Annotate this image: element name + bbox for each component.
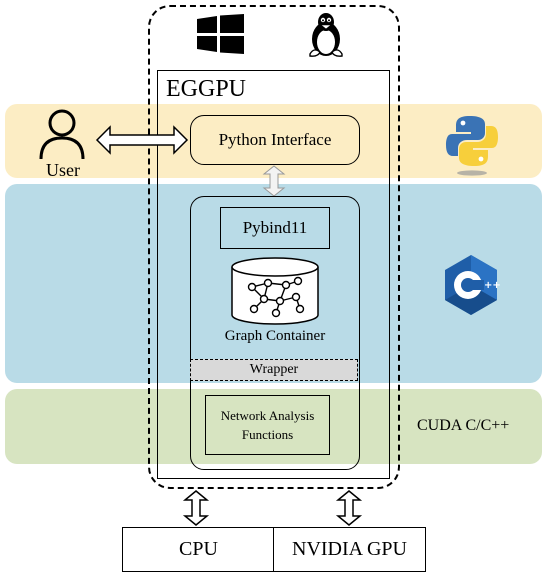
cpp-logo-icon: ++ [445,255,501,315]
cuda-language-label: CUDA C/C++ [417,417,510,434]
pybind11-label: Pybind11 [242,218,308,237]
cuda-layer-band [5,389,542,464]
network-analysis-functions-box: Network Analysis Functions [205,395,330,455]
gpu-double-arrow [335,490,363,526]
functions-line-1: Network Analysis [220,408,315,423]
pybind11-box: Pybind11 [220,207,330,249]
wrapper-box: Wrapper [190,359,358,381]
os-boundary [148,5,400,489]
wrapper-label: Wrapper [249,362,299,377]
cpu-double-arrow [182,490,210,526]
eggpu-framework-box [157,70,390,479]
svg-text:++: ++ [484,280,501,291]
user-label: User [46,160,80,180]
core-module-box [190,196,360,470]
gpu-box: NVIDIA GPU [273,527,426,572]
gpu-label: NVIDIA GPU [292,538,407,560]
user-icon [39,109,85,160]
python-interface-label: Python Interface [218,130,332,149]
interface-binding-double-arrow [262,165,286,197]
cpu-label: CPU [179,538,218,560]
python-logo-icon [446,116,498,176]
framework-title: EGGPU [166,76,247,102]
cpu-box: CPU [122,527,275,572]
windows-logo-icon [197,14,244,54]
python-interface-box: Python Interface [190,115,360,165]
functions-line-2: Functions [241,427,294,442]
graph-container-label: Graph Container [224,328,326,344]
graph-container-icon [231,257,319,325]
linux-tux-icon [309,13,343,57]
user-interface-double-arrow [95,125,189,155]
